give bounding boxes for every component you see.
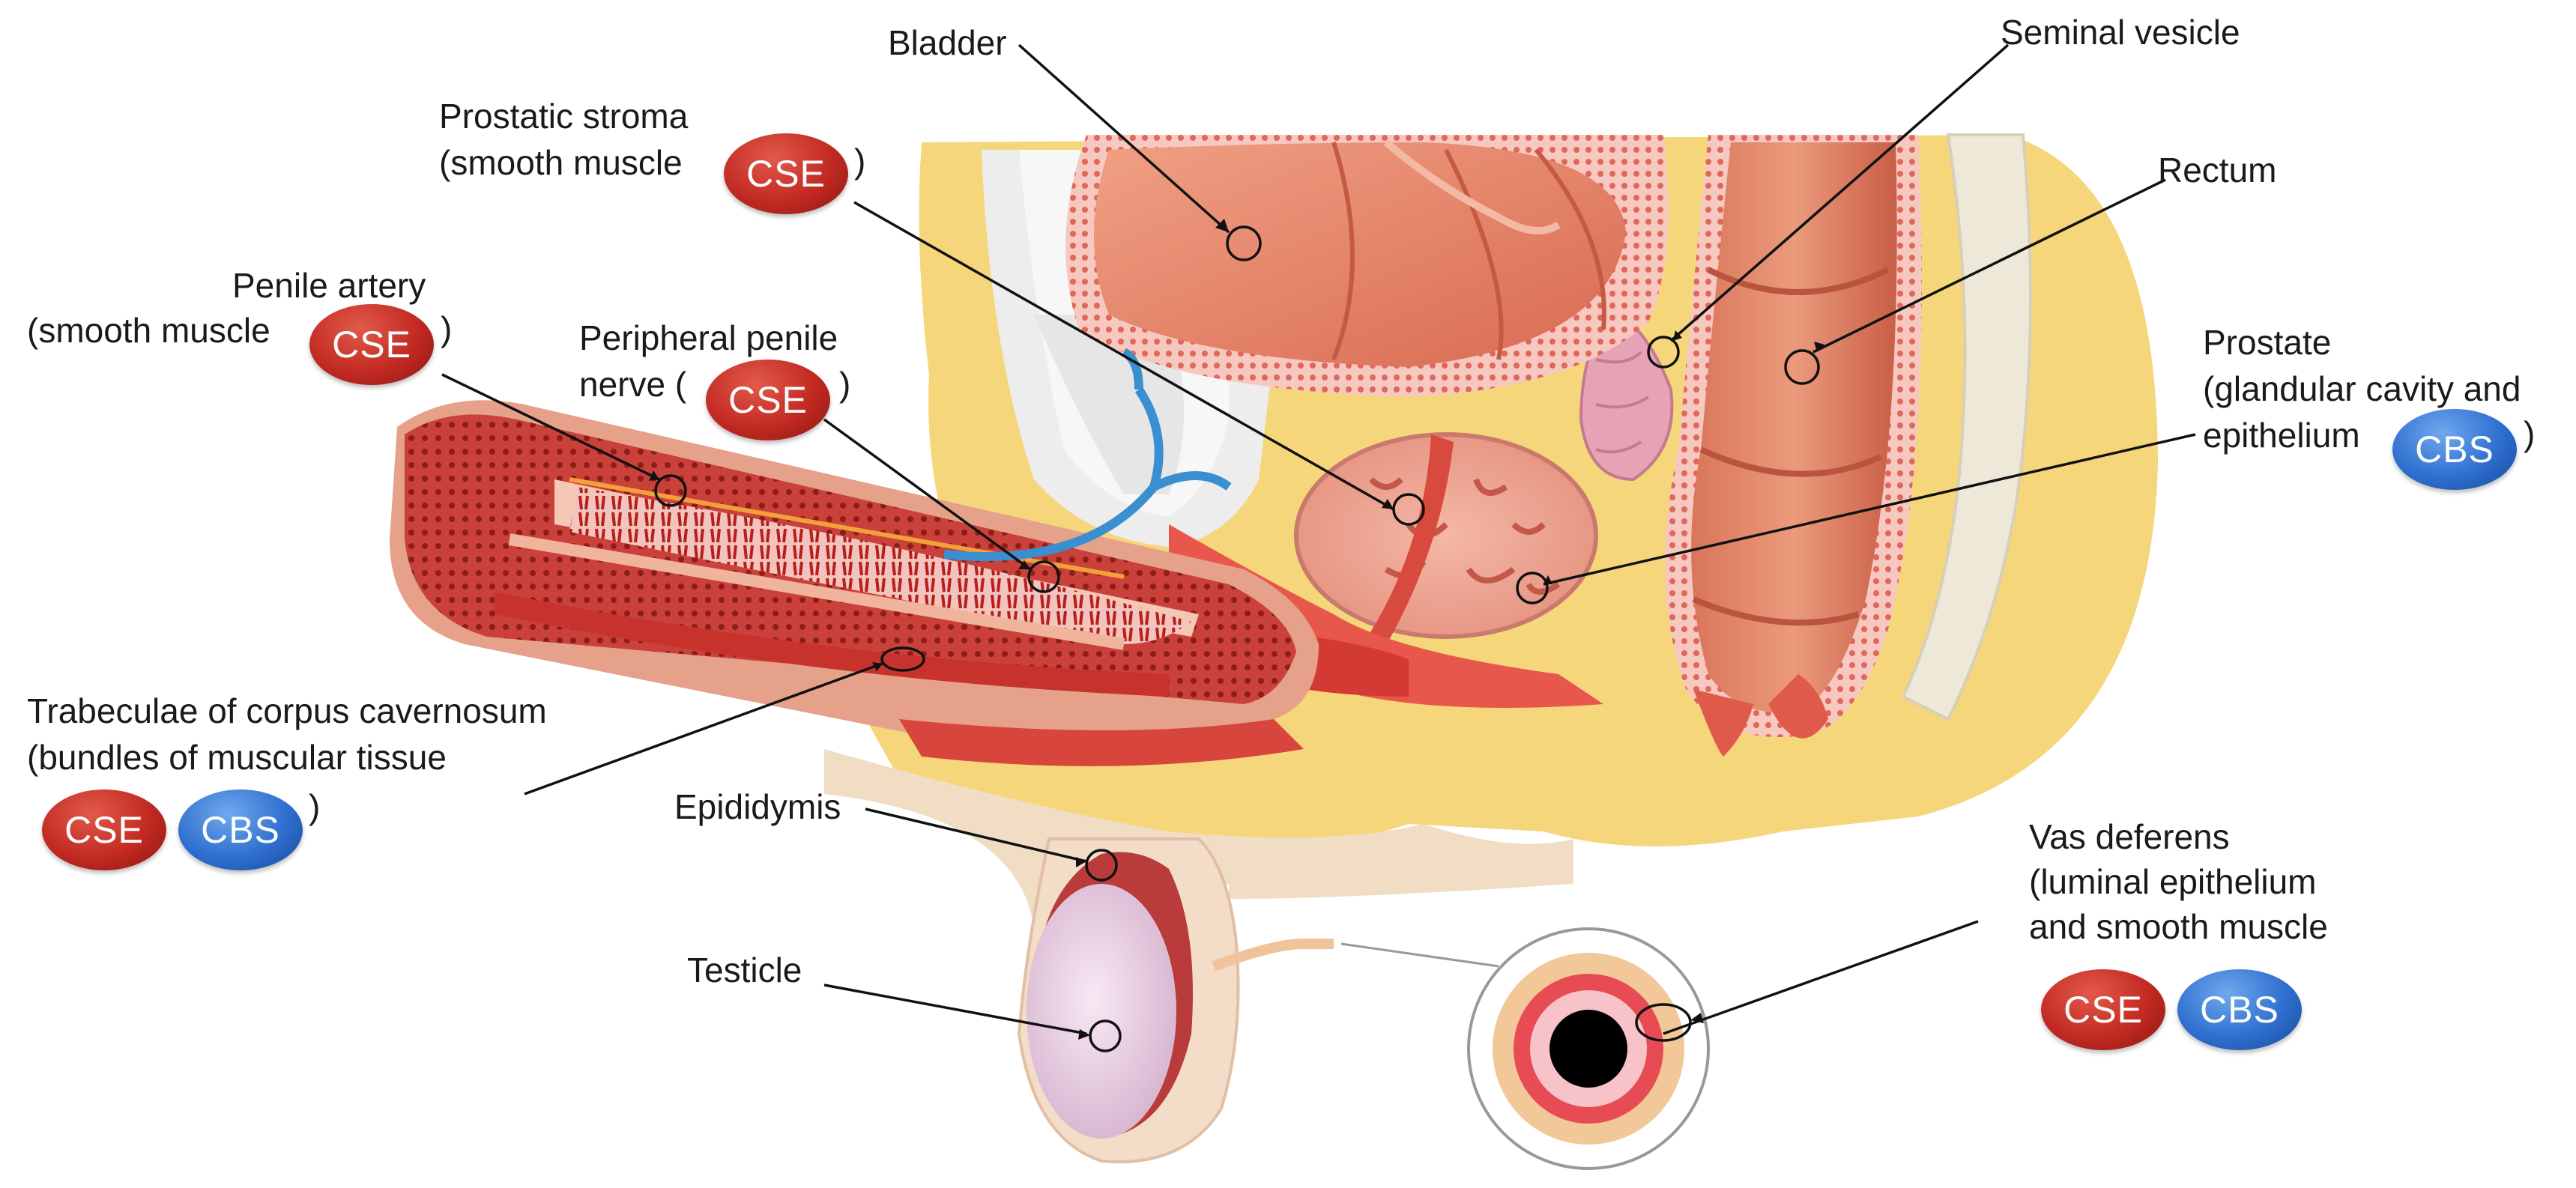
target-circles [654,225,1820,1052]
label-prostate-1: Prostate [2203,323,2332,362]
badge-cbs-vas: CBS [2177,969,2302,1050]
label-testicle: Testicle [687,951,802,990]
badge-cse-vas: CSE [2041,969,2165,1050]
label-seminal-vesicle: Seminal vesicle [2001,13,2240,52]
arrowheads [649,219,1824,1040]
label-prostate-3: epithelium [2203,416,2360,455]
badge-cse-trabeculae: CSE [42,790,166,870]
paren-prostate: ) [2524,414,2536,453]
prostate [1294,432,1598,682]
label-epididymis: Epididymis [674,787,841,826]
rectum [1665,135,1922,757]
bladder [1065,135,1669,397]
testicle-body [1027,884,1176,1139]
sacrum [1901,133,2032,721]
badge-cse-stroma: CSE [724,133,848,214]
scrotum [1017,837,1334,1164]
label-vas-deferens-1: Vas deferens [2029,817,2230,856]
paren-artery: ) [441,309,453,348]
label-bladder: Bladder [888,23,1007,62]
label-vas-deferens-2: (luminal epithelium [2029,862,2317,901]
label-penile-artery-2: (smooth muscle [27,311,270,350]
label-trabeculae-1: Trabeculae of corpus cavernosum [27,691,547,730]
label-trabeculae-2: (bundles of muscular tissue [27,738,447,777]
paren-nerve: ) [839,365,851,404]
label-prostatic-stroma-2: (smooth muscle [439,143,683,182]
penis [390,400,1319,766]
label-peripheral-nerve-1: Peripheral penile [579,318,838,357]
label-vas-deferens-3: and smooth muscle [2029,907,2328,946]
badge-cse-artery: CSE [309,304,434,385]
label-rectum: Rectum [2158,151,2277,190]
paren-trabeculae: ) [309,787,321,826]
vas-deferens-zoom [1340,927,1710,1170]
leader-lines [441,43,2196,1035]
badge-cse-nerve: CSE [706,360,830,440]
label-prostatic-stroma-1: Prostatic stroma [439,97,689,136]
badge-cbs-trabeculae: CBS [178,790,303,870]
label-peripheral-nerve-2: nerve ( [579,365,687,404]
label-prostate-2: (glandular cavity and [2203,369,2521,408]
badge-cbs-prostate: CBS [2392,409,2517,490]
label-penile-artery-1: Penile artery [232,266,426,305]
paren-stroma: ) [854,142,866,181]
